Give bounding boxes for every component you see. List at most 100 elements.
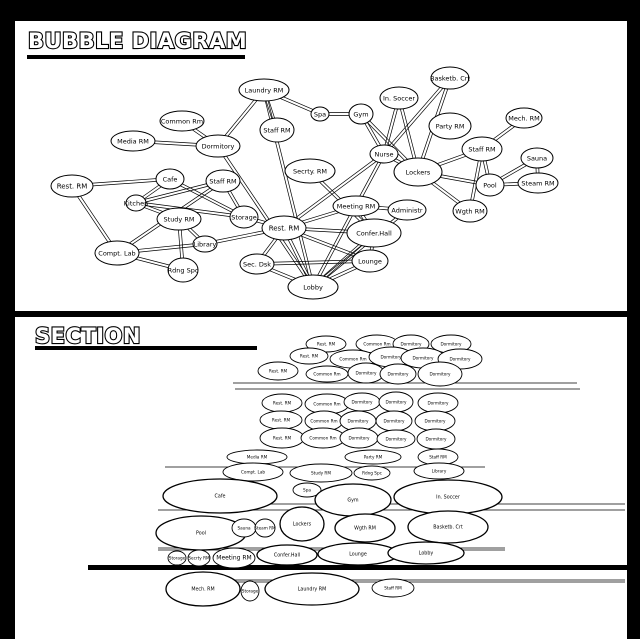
section-room-label: In. Soccer — [436, 495, 460, 501]
bubble-label: Pool — [483, 182, 497, 190]
bubble-staff1: Staff RM — [259, 117, 295, 143]
section-room-meeting: Meeting RM — [212, 547, 256, 569]
section-room-label: Rest. RM — [317, 342, 336, 347]
bubble-basketb: Basketb. Crt — [430, 66, 470, 90]
connector-line — [382, 76, 450, 154]
section-room-label: Mech. RM — [191, 587, 214, 593]
bubble-rest1: Rest. RM — [50, 174, 94, 198]
bubble-label: Library — [194, 241, 217, 249]
bubble-comptlab: Compt. Lab — [94, 240, 140, 266]
section-room-dorm: Dormitory — [375, 410, 413, 432]
bubble-label: Party RM — [436, 123, 465, 131]
bubble-label: Nurse — [374, 151, 393, 159]
section-room-label: Rest. RM — [273, 436, 292, 441]
section-room-label: Dormitory — [424, 419, 446, 424]
section-room-staff: Staff RM — [371, 578, 415, 598]
bubble-label: Media RM — [117, 138, 149, 146]
section-room-storage: Storage — [240, 580, 260, 602]
bubble-label: Rest. RM — [269, 225, 300, 233]
bubble-nurse: Nurse — [369, 144, 399, 164]
section-room-label: Confer.Hall — [274, 553, 300, 559]
bubble-laundry: Laundry RM — [238, 78, 290, 102]
section-room-label: Storage — [242, 589, 259, 594]
section-room-basketb: Basketb. Crt — [407, 510, 489, 544]
connector-line — [170, 177, 245, 217]
section-room-dorm: Dormitory — [417, 392, 459, 414]
bubble-label: Confer.Hall — [356, 230, 392, 238]
section-room-label: Lockers — [293, 522, 312, 528]
bubble-kitchen: Kitchen — [124, 194, 148, 212]
section-room-label: Dormitory — [385, 437, 407, 442]
connector-line — [384, 78, 452, 156]
connector-line — [136, 201, 245, 216]
section-room-staff: Staff RM — [417, 448, 459, 466]
section-room-lockers: Lockers — [279, 506, 325, 542]
section-room-pool: Pool — [155, 515, 247, 551]
section-room-common: Common Rm — [305, 365, 349, 383]
section-room-dorm: Dormitory — [343, 392, 381, 412]
bubble-lounge: Lounge — [351, 249, 389, 273]
section-room-label: Common Rm — [310, 419, 337, 424]
bubble-label: Staff RM — [263, 127, 290, 135]
section-room-wgth: Wgth RM — [334, 513, 396, 543]
section-room-media: Media RM — [226, 449, 288, 465]
connector-line — [256, 259, 370, 263]
section-room-dorm: Dormitory — [339, 427, 379, 449]
bubble-in-soccer: In. Soccer — [379, 86, 419, 110]
bubble-staff3: Staff RM — [205, 169, 241, 193]
section-room-label: Dormitory — [355, 371, 377, 376]
connector-line — [282, 152, 384, 228]
bubble-label: Staff RM — [209, 178, 236, 186]
section-room-label: Party RM — [364, 455, 383, 460]
bubble-label: Lobby — [303, 284, 323, 292]
section-room-label: Meeting RM — [216, 555, 251, 562]
section-room-label: Rest. RM — [272, 418, 291, 423]
section-room-label: Pool — [196, 531, 206, 537]
connector-line — [311, 205, 356, 287]
section-room-rest: Rest. RM — [289, 347, 329, 365]
bubble-label: Rdng Spc — [168, 267, 199, 275]
section-room-label: Spa — [303, 488, 311, 493]
section-room-storage: Storage — [167, 550, 187, 566]
bubble-label: Compt. Lab — [98, 250, 135, 258]
section-title-underline — [35, 346, 257, 350]
bubble-label: Common Rm — [161, 118, 203, 126]
section-room-dorm: Dormitory — [347, 362, 385, 384]
bubble-label: Secrty. RM — [293, 168, 327, 176]
bubble-rdng: Rdng Spc — [167, 257, 199, 283]
section-room-label: Dormitory — [449, 357, 471, 362]
bubble-wgth: Wgth RM — [452, 199, 488, 223]
section-room-label: Dormitory — [412, 356, 434, 361]
connector-line — [218, 145, 315, 287]
section-room-label: Dormitory — [351, 400, 373, 405]
section-title: SECTION — [34, 324, 142, 348]
bubble-rest2: Rest. RM — [261, 215, 307, 241]
section-room-mech: Mech. RM — [165, 571, 241, 607]
bubble-cafe: Cafe — [155, 168, 185, 190]
section-room-rest: Rest. RM — [257, 361, 299, 381]
section-room-label: Media RM — [247, 455, 268, 460]
section-room-label: Staff RM — [429, 455, 447, 460]
bubble-label: Steam RM — [521, 180, 554, 188]
bubble-label: Meeting RM — [337, 203, 375, 211]
section-room-label: Common Rm — [363, 342, 390, 347]
section-room-label: Lobby — [419, 551, 434, 557]
section-room-label: Dormitory — [427, 401, 449, 406]
bubble-label: Rest. RM — [57, 183, 88, 191]
bubble-diagram-title: BUBBLE DIAGRAM — [27, 29, 248, 53]
section-room-rest: Rest. RM — [259, 427, 305, 449]
bubble-study: Study RM — [156, 207, 202, 231]
bubble-meeting: Meeting RM — [332, 195, 380, 217]
section-room-common: Common Rm — [300, 427, 346, 449]
section-room-dorm: Dormitory — [379, 363, 417, 385]
section-room-label: Common Rm — [339, 357, 366, 362]
bubble-label: Spa — [314, 111, 326, 119]
ground-line — [88, 565, 627, 570]
bubble-label: Dormitory — [202, 143, 235, 151]
section-room-label: Rest. RM — [273, 401, 292, 406]
